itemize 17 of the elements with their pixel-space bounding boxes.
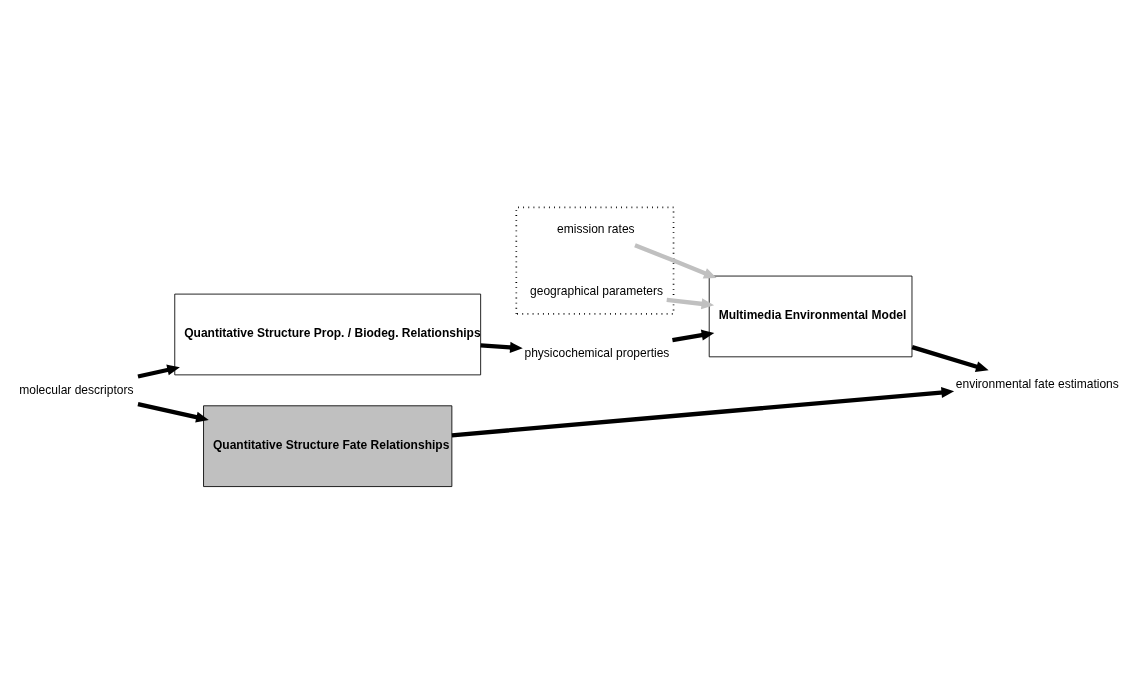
node-box: Multimedia Environmental Model xyxy=(708,275,913,358)
node-text: physicochemical properties xyxy=(524,345,670,360)
node-text: environmental fate estimations xyxy=(955,376,1119,391)
arrow xyxy=(451,386,955,438)
node-box: Quantitative Structure Fate Relationships xyxy=(203,405,453,487)
arrow xyxy=(137,402,209,423)
cluster xyxy=(515,206,675,315)
arrow xyxy=(634,243,717,279)
node-text: molecular descriptors xyxy=(19,382,134,397)
node-text: geographical parameters xyxy=(530,283,663,298)
arrow xyxy=(672,329,715,343)
node-text: emission rates xyxy=(557,221,635,236)
arrow xyxy=(911,345,989,372)
arrow xyxy=(666,297,715,310)
node-box: Quantitative Structure Prop. / Biodeg. Relationships xyxy=(174,293,482,376)
arrow xyxy=(137,364,180,379)
arrow xyxy=(480,341,523,353)
